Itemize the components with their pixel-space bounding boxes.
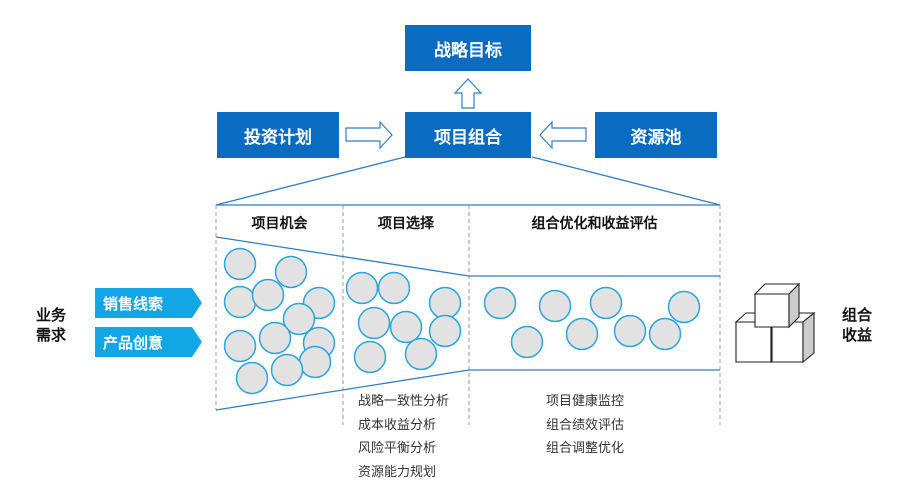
strategic-goal-box: 战略目标: [405, 25, 531, 71]
cubes-icon: [734, 282, 816, 364]
project-circle: [389, 310, 423, 344]
business-demand-line1: 业务: [36, 306, 67, 324]
project-circle: [377, 271, 411, 305]
project-circle: [274, 255, 308, 289]
project-circle: [589, 286, 623, 320]
project-circle: [353, 340, 387, 374]
stage-header-selection: 项目选择: [378, 216, 434, 232]
project-circle: [667, 290, 701, 324]
list-item: 成本收益分析: [358, 417, 437, 433]
portfolio-return-line1: 组合: [842, 306, 873, 324]
fan-line-right: [531, 156, 721, 206]
input-tag-label: 产品创意: [103, 333, 164, 352]
arrow-left-icon: [539, 120, 587, 150]
stage-header-opportunity: 项目机会: [251, 216, 308, 232]
list-item: 组合调整优化: [546, 441, 625, 456]
input-tag-product-ideas: 产品创意: [95, 327, 202, 357]
resource-pool-label: 资源池: [630, 127, 682, 148]
funnel-bottom-edge: [215, 369, 720, 411]
stage-header-optimization: 组合优化和收益评估: [531, 216, 658, 232]
project-circle: [565, 317, 599, 351]
input-tag-label: 销售线索: [103, 294, 164, 313]
project-circle: [510, 325, 544, 359]
list-item: 资源能力规划: [358, 464, 437, 480]
portfolio-return-line2: 收益: [842, 326, 873, 344]
project-portfolio-box: 项目组合: [405, 112, 531, 158]
list-item: 风险平衡分析: [358, 441, 437, 456]
project-circle: [357, 306, 391, 340]
input-tag-sales-leads: 销售线索: [95, 288, 202, 318]
project-circle: [613, 314, 647, 348]
optimization-activities-list: 项目健康监控 组合绩效评估 组合调整优化: [546, 390, 624, 461]
project-circle: [428, 314, 462, 348]
project-portfolio-label: 项目组合: [434, 127, 502, 148]
business-demand-label: 业务 需求: [36, 305, 66, 345]
project-circle: [223, 247, 257, 281]
project-circle: [251, 278, 285, 312]
project-circle: [538, 289, 572, 323]
project-circle: [223, 329, 257, 363]
project-circle: [648, 317, 682, 351]
resource-pool-box: 资源池: [595, 112, 717, 158]
arrow-right-icon: [345, 120, 393, 150]
project-circle: [428, 286, 462, 320]
investment-plan-label: 投资计划: [244, 127, 312, 148]
selection-activities-list: 战略一致性分析 成本收益分析 风险平衡分析 资源能力规划: [358, 390, 449, 484]
project-circle: [345, 271, 379, 305]
project-circle: [258, 321, 292, 355]
project-circle: [298, 345, 332, 379]
funnel-top-edge: [215, 236, 720, 277]
project-circle: [404, 337, 438, 371]
project-circle: [270, 353, 304, 387]
portfolio-return-label: 组合 收益: [842, 305, 872, 345]
business-demand-line2: 需求: [36, 326, 67, 344]
list-item: 战略一致性分析: [358, 394, 450, 409]
project-circle: [282, 302, 316, 336]
list-item: 组合绩效评估: [546, 417, 625, 433]
investment-plan-box: 投资计划: [217, 112, 339, 158]
project-circle: [483, 286, 517, 320]
project-circle: [235, 361, 269, 395]
fan-line-left: [215, 156, 406, 206]
arrow-up-icon: [453, 78, 483, 109]
project-circle: [223, 285, 257, 319]
list-item: 项目健康监控: [546, 394, 625, 409]
strategic-goal-label: 战略目标: [434, 40, 502, 61]
